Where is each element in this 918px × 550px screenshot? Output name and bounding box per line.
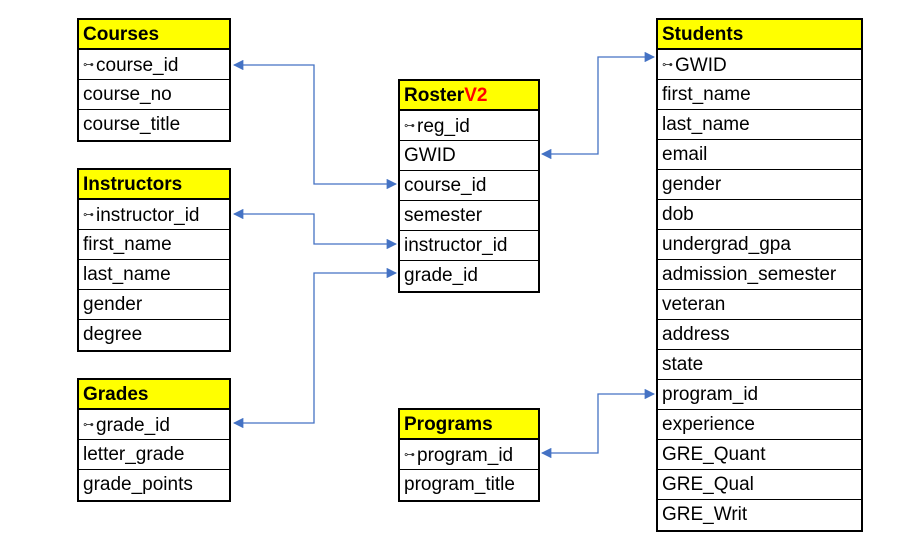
table-title: Courses [79,20,229,50]
field-name: grade_points [83,474,193,495]
field-row: degree [79,320,229,350]
field-row: grade_id [400,261,538,291]
table-title: Instructors [79,170,229,200]
field-row: last_name [79,260,229,290]
field-row: ⊶instructor_id [79,200,229,230]
field-name: experience [662,414,755,435]
grades-table: Grades ⊶grade_id letter_grade grade_poin… [77,378,231,502]
field-row: course_no [79,80,229,110]
field-name: course_title [83,114,181,135]
field-name: program_id [417,445,514,466]
field-row: gender [658,170,861,200]
field-name: first_name [83,234,172,255]
field-row: last_name [658,110,861,140]
link-course-id [232,59,398,190]
key-icon: ⊶ [83,419,94,431]
field-name: veteran [662,294,726,315]
key-icon: ⊶ [662,59,673,71]
field-row: letter_grade [79,440,229,470]
field-name: gender [83,294,143,315]
field-name: letter_grade [83,444,185,465]
field-name: reg_id [417,116,470,137]
field-name: grade_id [96,415,170,436]
field-row: GWID [400,141,538,171]
field-name: program_title [404,474,515,495]
field-row: veteran [658,290,861,320]
field-row: admission_semester [658,260,861,290]
field-row: state [658,350,861,380]
field-row: ⊶GWID [658,50,861,80]
field-row: GRE_Writ [658,500,861,530]
field-name: semester [404,205,483,226]
field-row: grade_points [79,470,229,500]
field-row: GRE_Qual [658,470,861,500]
key-icon: ⊶ [404,449,415,461]
field-name: course_id [96,55,179,76]
field-row: instructor_id [400,231,538,261]
field-name: first_name [662,84,751,105]
field-row: ⊶course_id [79,50,229,80]
field-row: ⊶program_id [400,440,538,470]
field-row: ⊶grade_id [79,410,229,440]
field-name: GWID [404,145,456,166]
students-table: Students ⊶GWID first_name last_name emai… [656,18,863,532]
link-gwid [540,51,656,160]
field-name: instructor_id [96,205,200,226]
field-name: GRE_Qual [662,474,754,495]
field-name: admission_semester [662,264,837,285]
field-row: ⊶reg_id [400,111,538,141]
field-name: GRE_Quant [662,444,766,465]
field-name: last_name [83,264,171,285]
field-name: GRE_Writ [662,504,748,525]
field-name: course_no [83,84,172,105]
field-name: GWID [675,55,727,76]
table-title: Programs [400,410,538,440]
courses-table: Courses ⊶course_id course_no course_titl… [77,18,231,142]
table-title: Grades [79,380,229,410]
field-row: GRE_Quant [658,440,861,470]
field-row: gender [79,290,229,320]
version-suffix: V2 [464,85,488,106]
link-grade-id [232,267,398,429]
key-icon: ⊶ [83,209,94,221]
field-row: email [658,140,861,170]
field-row: experience [658,410,861,440]
field-name: degree [83,324,143,345]
field-row: first_name [658,80,861,110]
field-row: first_name [79,230,229,260]
instructors-table: Instructors ⊶instructor_id first_name la… [77,168,231,352]
table-title-text: Roster [404,85,465,106]
key-icon: ⊶ [404,120,415,132]
field-row: dob [658,200,861,230]
field-row: semester [400,201,538,231]
field-row: program_title [400,470,538,500]
link-program-id [540,388,656,459]
field-name: dob [662,204,694,225]
field-name: gender [662,174,722,195]
table-title: RosterV2 [400,81,538,111]
field-row: undergrad_gpa [658,230,861,260]
field-name: program_id [662,384,759,405]
field-name: grade_id [404,265,478,286]
programs-table: Programs ⊶program_id program_title [398,408,540,502]
field-row: course_id [400,171,538,201]
table-title: Students [658,20,861,50]
field-name: undergrad_gpa [662,234,791,255]
roster-table: RosterV2 ⊶reg_id GWID course_id semester… [398,79,540,293]
field-name: email [662,144,708,165]
field-row: program_id [658,380,861,410]
field-name: instructor_id [404,235,508,256]
link-instructor-id [232,208,398,250]
field-row: address [658,320,861,350]
key-icon: ⊶ [83,59,94,71]
field-name: address [662,324,730,345]
field-name: last_name [662,114,750,135]
field-name: state [662,354,704,375]
field-name: course_id [404,175,487,196]
field-row: course_title [79,110,229,140]
